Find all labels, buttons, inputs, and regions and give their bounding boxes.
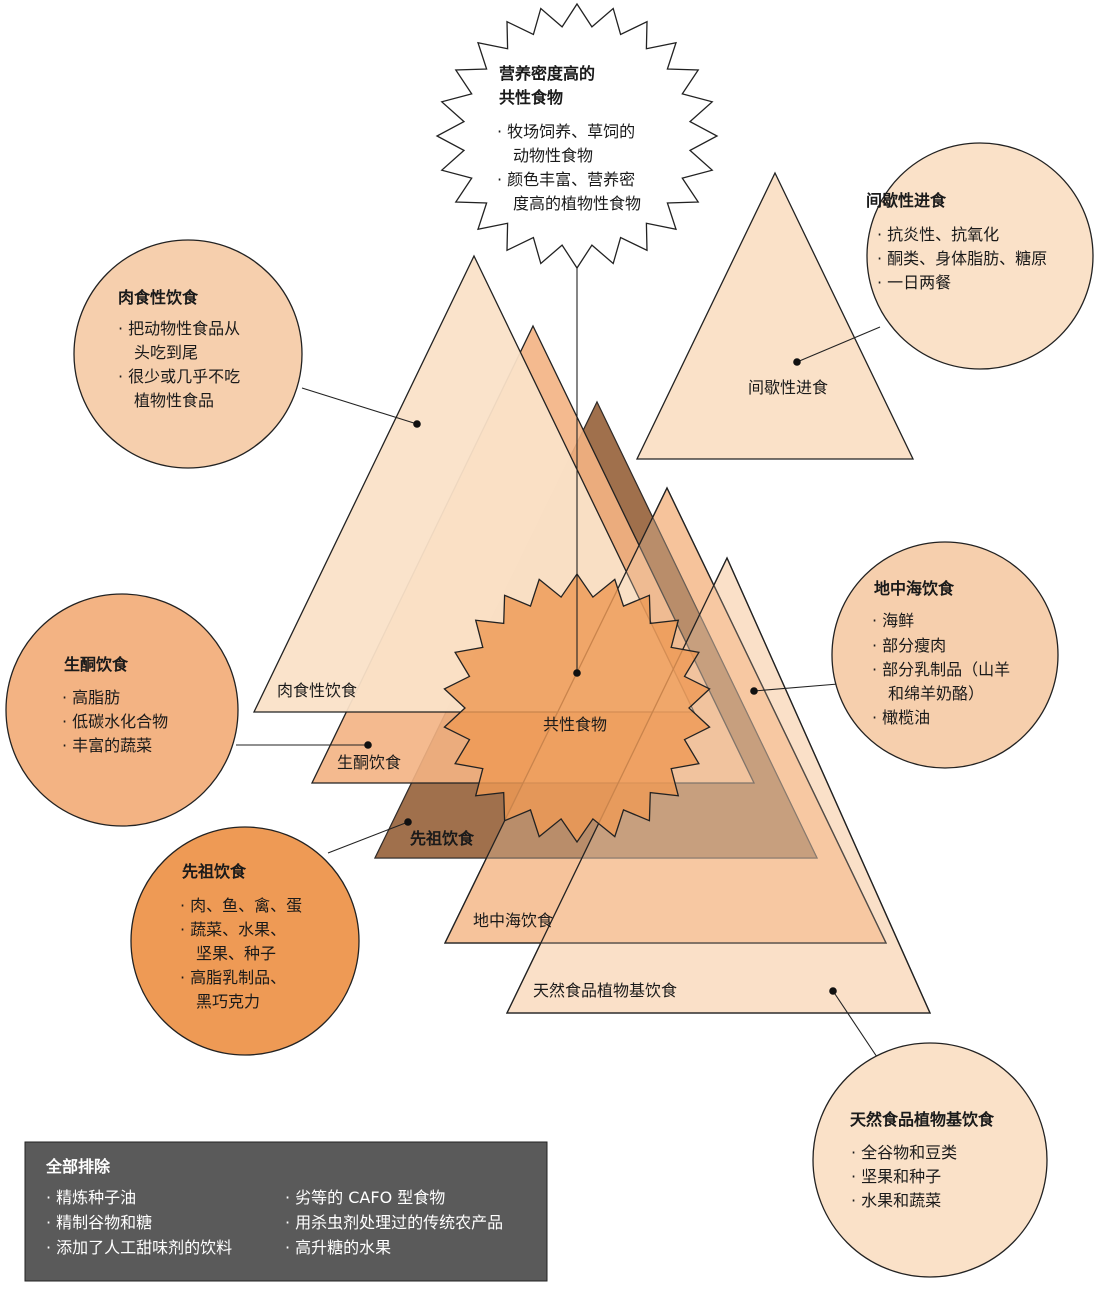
mediterranean-triangle-label: 地中海饮食	[473, 911, 553, 930]
plant-based-callout-item: · 水果和蔬菜	[851, 1191, 941, 1210]
shared-callout-title-1: 营养密度高的	[499, 64, 595, 83]
keto-callout-item: · 丰富的蔬菜	[62, 736, 152, 755]
leader-dots	[364, 358, 837, 995]
diet-triangles	[252, 171, 932, 1014]
mediterranean-callout-item: · 海鲜	[872, 611, 914, 630]
keto-triangle-label: 生酮饮食	[337, 753, 401, 772]
carnivore-callout-item: 头吃到尾	[118, 343, 198, 362]
dot-plant	[829, 987, 837, 995]
exclusions-item: · 高升糖的水果	[285, 1238, 391, 1257]
shared-foods-starburst	[443, 572, 711, 844]
fasting-callout-item: · 酮类、身体脂肪、糖原	[877, 249, 1047, 268]
fasting-callout-item: · 一日两餐	[877, 273, 951, 292]
plant-based-callout-circle	[812, 1042, 1048, 1278]
carnivore-callout-item: 植物性食品	[118, 391, 214, 410]
paleo-callout-item: · 蔬菜、水果、	[180, 920, 286, 939]
shared-callout-item: · 颜色丰富、营养密	[497, 170, 635, 189]
dot-shared	[573, 669, 581, 677]
shared-foods-label: 共性食物	[543, 715, 607, 734]
dot-fasting	[793, 358, 801, 366]
carnivore-callout-item: · 很少或几乎不吃	[118, 367, 240, 386]
keto-callout-circle	[5, 593, 239, 827]
carnivore-callout-circle	[73, 239, 303, 469]
leader-paleo	[327, 821, 409, 854]
shared-foods-callout-starburst	[435, 2, 719, 270]
fasting-callout-circle	[866, 142, 1094, 370]
exclusions-banner-box	[24, 1141, 548, 1282]
fasting-callout-title: 间歇性进食	[866, 191, 947, 210]
fasting-callout-item: · 抗炎性、抗氧化	[877, 225, 999, 244]
carnivore-triangle-label: 肉食性饮食	[277, 681, 357, 700]
exclusions-item: · 添加了人工甜味剂的饮料	[46, 1238, 232, 1257]
plant-based-callout-item: · 全谷物和豆类	[851, 1143, 957, 1162]
paleo-triangle-label: 先祖饮食	[410, 829, 475, 848]
leader-carnivore	[301, 387, 418, 425]
paleo-callout-circle	[130, 826, 360, 1056]
plant-based-callout-item: · 坚果和种子	[851, 1167, 941, 1186]
callout-plant-based: 天然食品植物基饮食 · 全谷物和豆类 · 坚果和种子 · 水果和蔬菜	[812, 1042, 1048, 1278]
exclusions-item: · 精炼种子油	[46, 1188, 136, 1207]
mediterranean-callout-item: 和绵羊奶酪）	[872, 684, 984, 703]
paleo-callout-item: · 高脂乳制品、	[180, 968, 286, 987]
triangle-labels: 肉食性饮食 生酮饮食 先祖饮食 地中海饮食 天然食品植物基饮食 间歇性进食 共性…	[277, 378, 828, 1000]
callout-intermittent-fasting: 间歇性进食 · 抗炎性、抗氧化 · 酮类、身体脂肪、糖原 · 一日两餐	[866, 142, 1094, 370]
leader-fasting	[796, 326, 881, 363]
exclusions-title: 全部排除	[45, 1157, 111, 1176]
exclusions-item: · 劣等的 CAFO 型食物	[285, 1188, 445, 1207]
shared-foods-callout-text: 营养密度高的 共性食物 · 牧场饲养、草饲的 动物性食物 · 颜色丰富、营养密 …	[497, 64, 641, 213]
callout-paleo: 先祖饮食 · 肉、鱼、禽、蛋 · 蔬菜、水果、 坚果、种子 · 高脂乳制品、 黑…	[130, 826, 360, 1056]
dot-mediterranean	[750, 687, 758, 695]
shared-callout-item: 动物性食物	[497, 146, 593, 165]
paleo-callout-item: · 肉、鱼、禽、蛋	[180, 896, 302, 915]
keto-callout-title: 生酮饮食	[64, 655, 129, 674]
triangle-intermittent-fasting	[635, 171, 915, 460]
mediterranean-callout-item: · 橄榄油	[872, 708, 930, 727]
shared-callout-item: 度高的植物性食物	[497, 194, 641, 213]
dot-paleo	[404, 818, 412, 826]
callout-carnivore: 肉食性饮食 · 把动物性食品从 头吃到尾 · 很少或几乎不吃 植物性食品	[73, 239, 303, 469]
paleo-callout-title: 先祖饮食	[182, 862, 247, 881]
exclusions-banner: 全部排除 · 精炼种子油 · 精制谷物和糖 · 添加了人工甜味剂的饮料 · 劣等…	[24, 1141, 548, 1282]
paleo-callout-item: 坚果、种子	[180, 944, 276, 963]
plant-based-callout-title: 天然食品植物基饮食	[850, 1110, 995, 1129]
carnivore-callout-title: 肉食性饮食	[118, 288, 199, 307]
leader-mediterranean	[753, 683, 839, 692]
leader-plant	[832, 990, 878, 1058]
shared-callout-item: · 牧场饲养、草饲的	[497, 122, 635, 141]
dot-keto	[364, 741, 372, 749]
plant-triangle-label: 天然食品植物基饮食	[533, 981, 677, 1000]
leader-lines	[236, 245, 881, 1058]
dot-carnivore	[413, 420, 421, 428]
exclusions-item: · 精制谷物和糖	[46, 1213, 152, 1232]
keto-callout-item: · 低碳水化合物	[62, 712, 168, 731]
mediterranean-callout-item: · 部分瘦肉	[872, 636, 946, 655]
keto-callout-item: · 高脂肪	[62, 688, 120, 707]
carnivore-callout-item: · 把动物性食品从	[118, 319, 240, 338]
mediterranean-callout-item: · 部分乳制品（山羊	[872, 660, 1010, 679]
exclusions-item: · 用杀虫剂处理过的传统农产品	[285, 1213, 503, 1232]
callout-mediterranean: 地中海饮食 · 海鲜 · 部分瘦肉 · 部分乳制品（山羊 和绵羊奶酪） · 橄榄…	[831, 541, 1059, 769]
shared-callout-title-2: 共性食物	[499, 88, 563, 107]
callout-keto: 生酮饮食 · 高脂肪 · 低碳水化合物 · 丰富的蔬菜	[5, 593, 239, 827]
paleo-callout-item: 黑巧克力	[180, 992, 260, 1011]
mediterranean-callout-title: 地中海饮食	[874, 579, 955, 598]
mediterranean-callout-circle	[831, 541, 1059, 769]
fasting-triangle-label: 间歇性进食	[748, 378, 828, 397]
